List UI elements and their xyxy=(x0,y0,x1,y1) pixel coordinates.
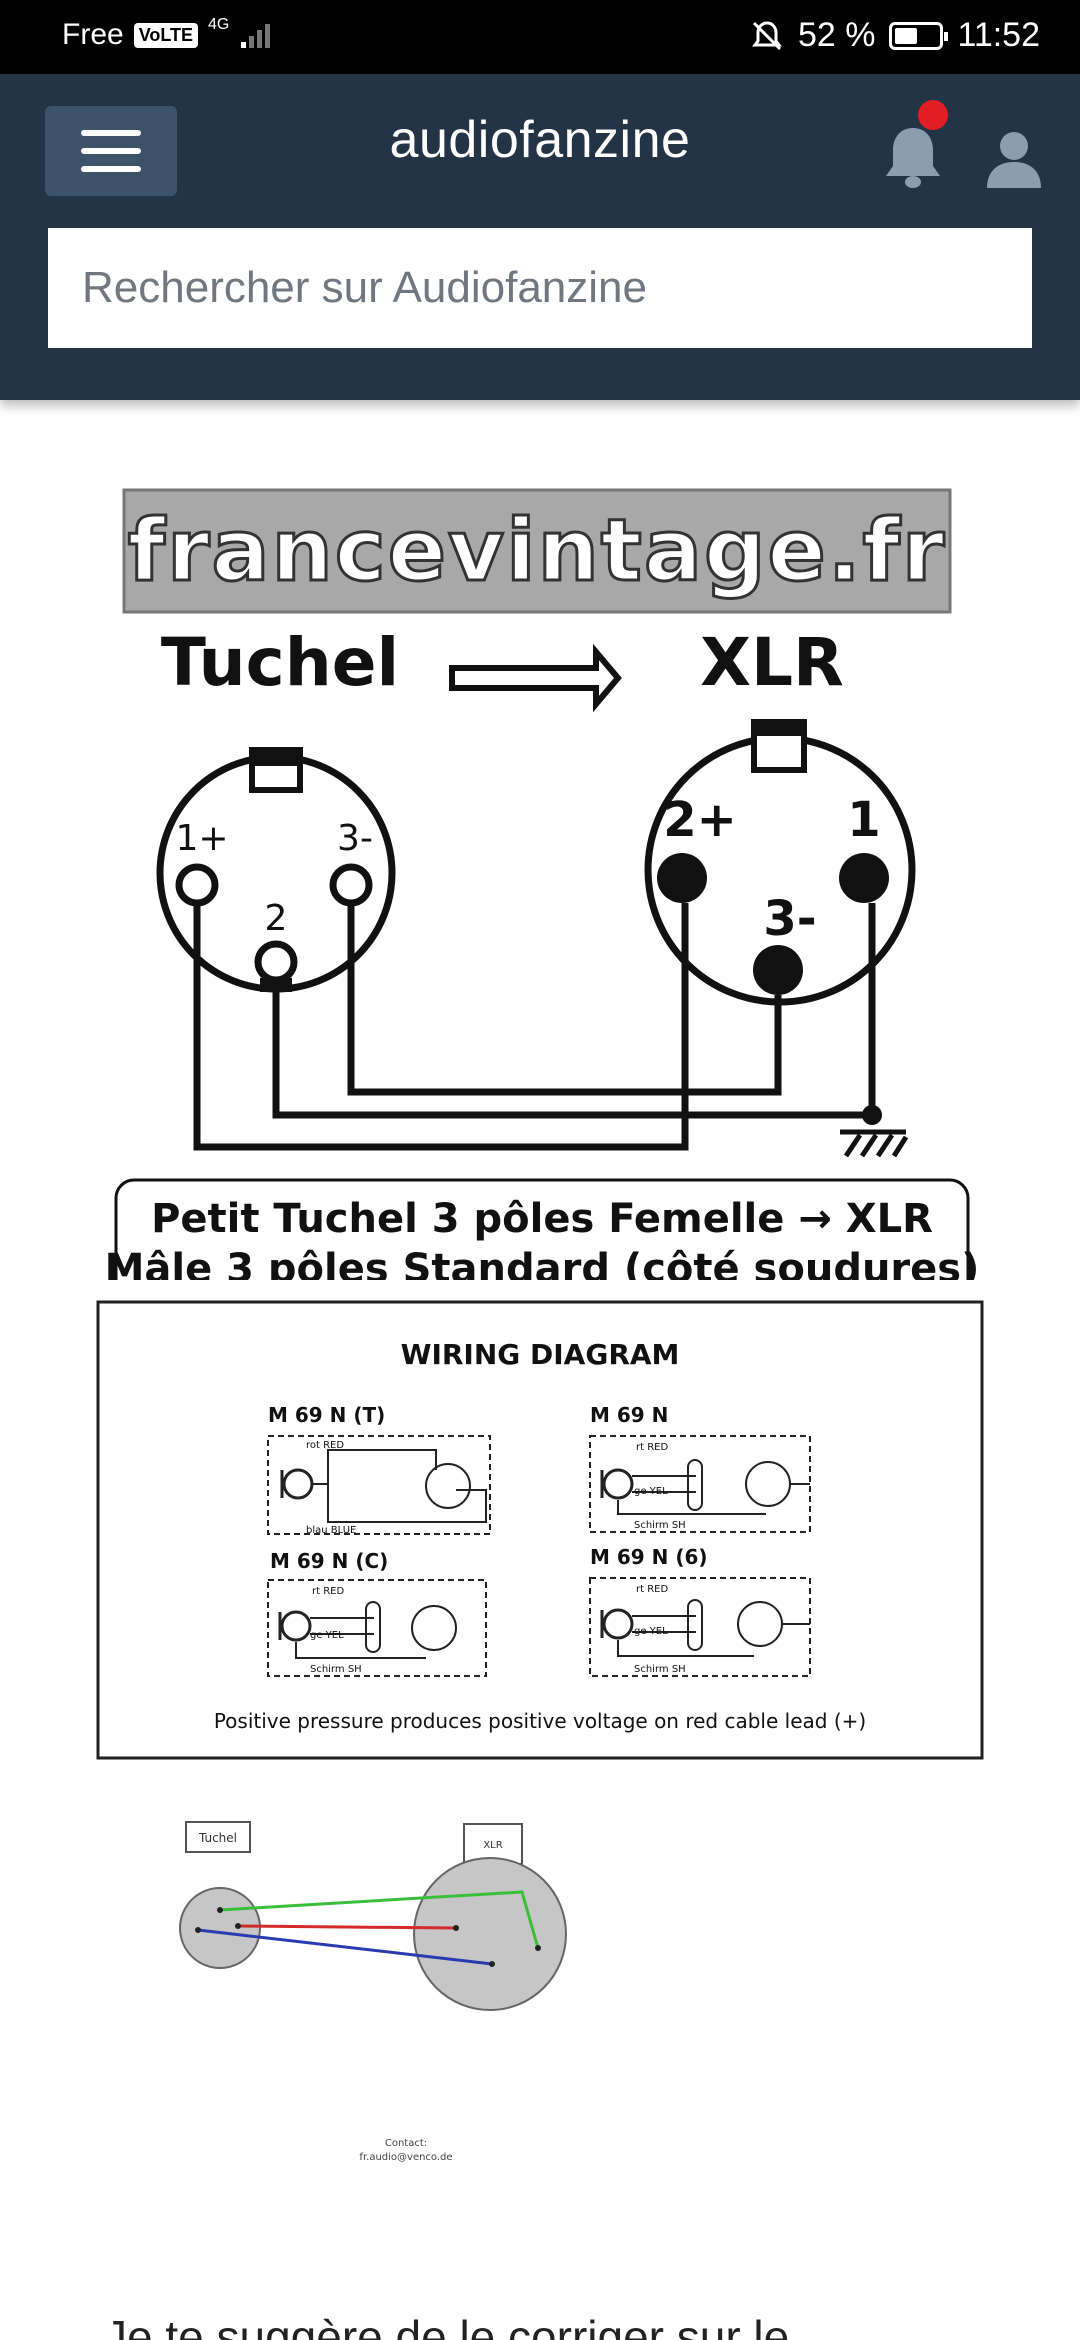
model-label: M 69 N xyxy=(590,1403,668,1427)
wire-label-red: rt RED xyxy=(636,1442,668,1453)
arrow-icon xyxy=(449,643,622,713)
red-wire xyxy=(237,1924,457,1930)
tuchel-label: Tuchel xyxy=(161,624,399,701)
tuchel-pin-1: 1+ xyxy=(175,818,228,859)
wire-label-shield: Schirm SH xyxy=(310,1664,362,1675)
wire-label-yellow: ge YEL xyxy=(634,1486,668,1497)
tuchel-pin-2: 2 xyxy=(265,898,288,939)
contact-line-1: Contact: xyxy=(385,2138,427,2149)
xlr-pin-1: 1 xyxy=(847,792,880,848)
content-area: francevintage.fr Tuchel XLR 1+ 3- 2 2+ 1… xyxy=(0,400,1080,2340)
caption-line-2: Mâle 3 pôles Standard (côté soudures) xyxy=(105,1246,980,1280)
wire-label-shield: Schirm SH xyxy=(634,1520,686,1531)
search-input[interactable] xyxy=(48,228,1032,348)
color-wiring-diagram: Tuchel XLR Contact: fr.audio@venco.de xyxy=(179,1821,567,2163)
wiring-diagram: WIRING DIAGRAM M 69 N (T) M 69 N M 69 N … xyxy=(96,1300,984,1760)
ground-icon xyxy=(840,1129,909,1158)
menu-icon-bar xyxy=(81,148,141,154)
menu-icon-bar xyxy=(81,166,141,172)
contact-line-2: fr.audio@venco.de xyxy=(359,2152,452,2163)
banner-text: francevintage.fr xyxy=(128,501,947,601)
wire-label-red: rt RED xyxy=(312,1586,344,1597)
status-left: Free VoLTE 4G xyxy=(62,16,275,52)
signal-icon xyxy=(241,24,271,48)
volte-badge: VoLTE xyxy=(133,22,199,48)
wiring-footer: Positive pressure produces positive volt… xyxy=(214,1709,866,1733)
model-label-t: M 69 N (T) xyxy=(268,1403,385,1427)
model-label-6: M 69 N (6) xyxy=(590,1545,708,1569)
bell-icon[interactable] xyxy=(880,122,946,192)
wire-label-shield: Schirm SH xyxy=(634,1664,686,1675)
battery-percent: 52 % xyxy=(797,16,876,54)
wires xyxy=(193,903,876,1151)
bell-muted-icon xyxy=(751,20,782,50)
status-bar: Free VoLTE 4G 52 % 11:52 xyxy=(0,0,1080,74)
carrier-label: Free xyxy=(62,18,124,51)
menu-button[interactable] xyxy=(45,106,177,196)
clock: 11:52 xyxy=(957,16,1040,54)
body-text: Je te suggère de le corriger sur le xyxy=(104,2311,790,2340)
caption-line-1: Petit Tuchel 3 pôles Femelle → XLR xyxy=(151,1196,933,1242)
wiring-title: WIRING DIAGRAM xyxy=(401,1338,680,1371)
tuchel-pin-3: 3- xyxy=(337,818,373,859)
wire-label-blue: blau BLUE xyxy=(306,1525,356,1536)
wire-label-yellow: ge YEL xyxy=(310,1630,344,1641)
battery-icon xyxy=(889,21,949,50)
schematic-c: rt RED ge YEL Schirm SH xyxy=(267,1579,487,1677)
network-label: 4G xyxy=(208,16,230,33)
wire-label-red: rt RED xyxy=(636,1584,668,1595)
xlr-label: XLR xyxy=(700,624,844,701)
green-wire xyxy=(219,1890,540,1949)
schematic-main: rt RED ge YEL Schirm SH xyxy=(589,1435,811,1533)
tuchel-small-label: Tuchel xyxy=(198,1831,237,1845)
wire-label-red: rot RED xyxy=(306,1440,344,1451)
wire-label-yellow: ge YEL xyxy=(634,1626,668,1637)
xlr-pin-3: 3- xyxy=(763,891,816,947)
tuchel-xlr-diagram: francevintage.fr Tuchel XLR 1+ 3- 2 2+ 1… xyxy=(105,488,980,1280)
status-right: 52 % 11:52 xyxy=(750,16,1040,55)
schematic-t: rot RED blau BLUE xyxy=(267,1435,491,1536)
xlr-small-label: XLR xyxy=(483,1840,502,1851)
menu-icon xyxy=(81,130,141,136)
blue-wire xyxy=(197,1928,493,1966)
schematic-6: rt RED ge YEL Schirm SH xyxy=(589,1577,811,1677)
xlr-pin-2: 2+ xyxy=(663,792,737,848)
notification-dot xyxy=(918,100,948,130)
user-icon[interactable] xyxy=(985,126,1043,190)
app-header: audiofanzine xyxy=(0,74,1080,400)
site-logo[interactable]: audiofanzine xyxy=(389,111,691,169)
model-label-c: M 69 N (C) xyxy=(270,1549,388,1573)
